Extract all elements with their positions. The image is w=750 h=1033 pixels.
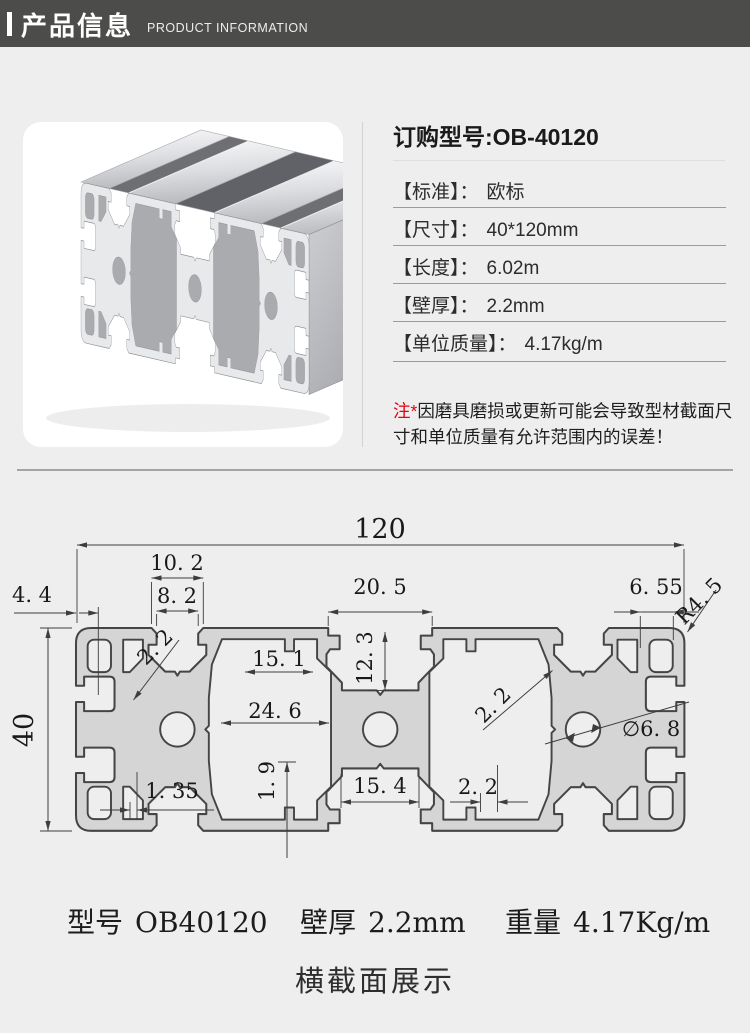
spec-row-size: 【尺寸】： 40*120mm [393, 215, 725, 245]
spec-divider [393, 245, 726, 246]
dim-hole-diameter: ∅6. 8 [622, 717, 680, 741]
spec-row-standard: 【标准】： 欧标 [393, 177, 725, 207]
dim-slot-inner: 8. 2 [157, 584, 197, 608]
spec-value: 4.17kg/m [524, 334, 603, 355]
page-subtitle: PRODUCT INFORMATION [147, 21, 309, 35]
cross-section-drawing: 120 40 10. 2 8. 2 4. 4 20. 5 6. 55 R4. 5… [9, 514, 727, 858]
panel-title-divider [393, 160, 725, 161]
spec-label: 【尺寸】： [393, 220, 479, 241]
footer-model-label: 型号 [67, 906, 124, 939]
cross-section-caption: 横截面展示 [294, 966, 455, 998]
spec-value: 6.02m [486, 258, 540, 279]
spec-divider [393, 361, 726, 362]
dim-left-lip: 4. 4 [12, 583, 52, 607]
spec-label: 【标准】： [393, 182, 479, 203]
note-text: 因磨具磨损或更新可能会导致型材截面尺寸和单位质量有允许范围内的误差！ [393, 401, 733, 447]
spec-row-unit-mass: 【单位质量】： 4.17kg/m [393, 329, 725, 359]
dimension-lines [14, 542, 717, 858]
dim-channel-opening: 20. 5 [353, 575, 406, 599]
spec-divider [393, 207, 726, 208]
photo-panel-divider [362, 122, 363, 447]
note-prefix: 注* [393, 401, 418, 421]
page-header: 产品信息 PRODUCT INFORMATION [0, 0, 750, 47]
footer-wall-label: 壁厚 [300, 906, 357, 939]
spec-divider [393, 283, 726, 284]
spec-label: 【长度】： [393, 258, 479, 279]
footer-weight-label: 重量 [505, 906, 562, 939]
spec-divider [393, 321, 726, 322]
spec-value: 欧标 [486, 182, 525, 203]
dim-pocket-width: 15. 1 [252, 647, 305, 671]
photo-edge-highlights [128, 140, 343, 229]
product-photo-card [23, 122, 343, 447]
spec-label: 【单位质量】： [393, 334, 517, 355]
page-title: 产品信息 [21, 11, 134, 41]
dim-overall-height: 40 [9, 713, 40, 747]
spec-row-length: 【长度】： 6.02m [393, 253, 725, 283]
profile-top-faces [80, 129, 343, 235]
footer-specs: 型号 OB40120 壁厚 2.2mm 重量 4.17Kg/m [0, 901, 750, 939]
tolerance-note: 注*因磨具磨损或更新可能会导致型材截面尺寸和单位质量有允许范围内的误差！ [393, 398, 735, 450]
footer-weight: 重量 4.17Kg/m [505, 901, 710, 941]
section-divider [17, 469, 733, 471]
profile-side-face [308, 219, 343, 396]
order-model-title: 订购型号:OB-40120 [393, 124, 599, 150]
footer-model: 型号 OB40120 [67, 901, 268, 941]
dim-overall-width: 120 [354, 514, 406, 545]
footer-model-value: OB40120 [135, 906, 268, 939]
dim-corner-pocket: 6. 55 [629, 575, 682, 599]
product-photo [46, 129, 343, 432]
photo-shadow [46, 404, 330, 432]
spec-row-wall: 【壁厚】： 2.2mm [393, 291, 725, 321]
header-accent-bar [7, 12, 12, 36]
dim-channel-depth: 12. 3 [353, 631, 377, 684]
footer-wall: 壁厚 2.2mm [300, 901, 466, 941]
dim-floor-thickness: 1. 9 [255, 761, 279, 801]
spec-value: 2.2mm [486, 296, 545, 317]
spec-value: 40*120mm [486, 220, 579, 241]
footer-wall-value: 2.2mm [368, 906, 466, 939]
dim-wall-bottom: 2. 2 [458, 775, 498, 799]
dim-core-gap: 24. 6 [248, 699, 301, 723]
dim-lip-thickness: 1. 35 [145, 779, 198, 803]
dim-slot-outer: 10. 2 [150, 551, 203, 575]
dim-channel-floor: 15. 4 [353, 774, 406, 798]
spec-label: 【壁厚】： [393, 296, 479, 317]
footer-weight-value: 4.17Kg/m [573, 906, 711, 939]
